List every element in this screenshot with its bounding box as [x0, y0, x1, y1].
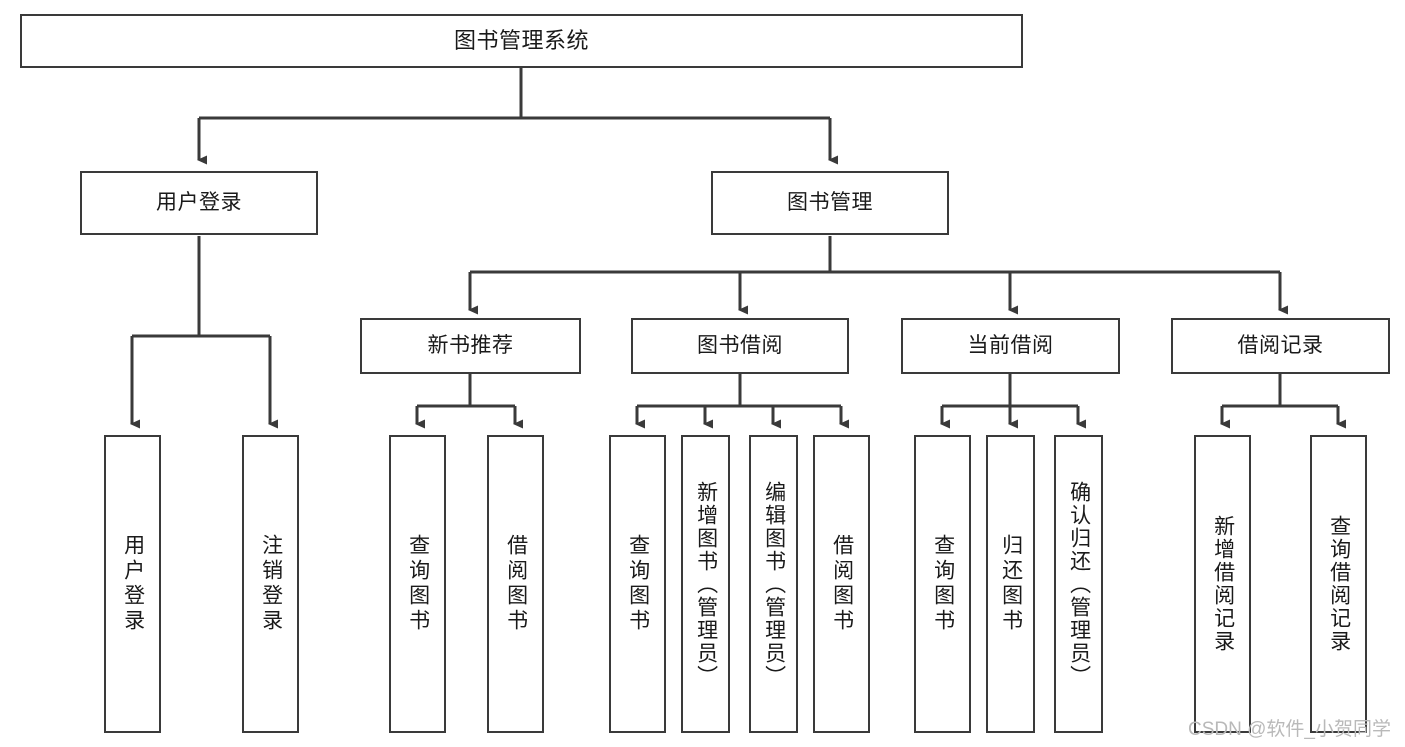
leaf-user-login[interactable]: 用户登录 [104, 435, 161, 733]
leaf-logout-login[interactable]: 注销登录 [242, 435, 299, 733]
leaf-add-borrow-record[interactable]: 新增借阅记录 [1194, 435, 1251, 733]
leaf-query-borrow-record[interactable]: 查询借阅记录 [1310, 435, 1367, 733]
leaf-confirm-return-admin[interactable]: 确认归还（管理员） [1054, 435, 1103, 733]
node-book-management[interactable]: 图书管理 [711, 171, 949, 235]
leaf-add-book-admin[interactable]: 新增图书（管理员） [681, 435, 730, 733]
leaf-edit-book-admin[interactable]: 编辑图书（管理员） [749, 435, 798, 733]
node-borrow-records[interactable]: 借阅记录 [1171, 318, 1390, 374]
node-book-borrow[interactable]: 图书借阅 [631, 318, 849, 374]
leaf-return-books[interactable]: 归还图书 [986, 435, 1035, 733]
leaf-borrow-books[interactable]: 借阅图书 [813, 435, 870, 733]
node-root-system[interactable]: 图书管理系统 [20, 14, 1023, 68]
leaf-borrow-books-recommend[interactable]: 借阅图书 [487, 435, 544, 733]
node-user-login[interactable]: 用户登录 [80, 171, 318, 235]
leaf-query-books-current[interactable]: 查询图书 [914, 435, 971, 733]
node-new-book-recommend[interactable]: 新书推荐 [360, 318, 581, 374]
node-current-borrow[interactable]: 当前借阅 [901, 318, 1120, 374]
leaf-query-books-recommend[interactable]: 查询图书 [389, 435, 446, 733]
leaf-query-books-borrow[interactable]: 查询图书 [609, 435, 666, 733]
